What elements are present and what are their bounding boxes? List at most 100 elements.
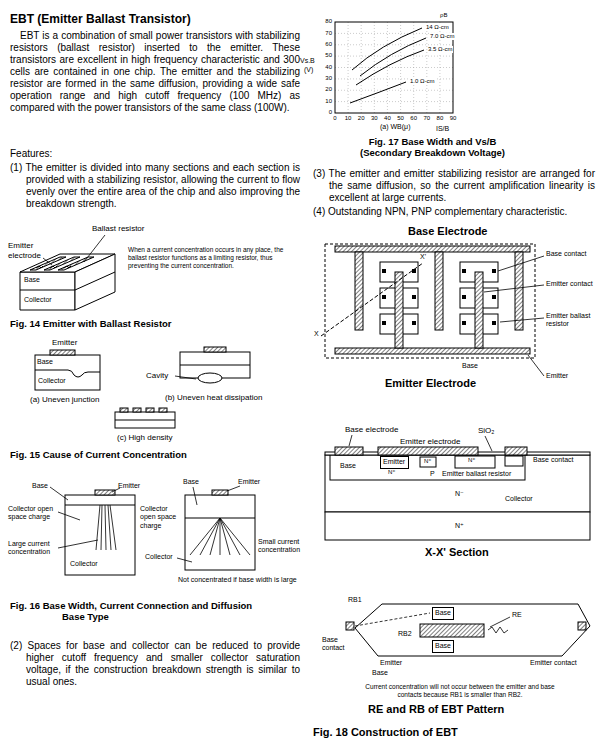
base-width-drawing (212, 490, 228, 495)
resistor-label: RB1 (348, 596, 362, 604)
part-label: Base (24, 276, 40, 284)
part-label: Emitter (118, 482, 140, 490)
sub-caption: RE and RB of EBT Pattern (368, 703, 504, 716)
leader-line (43, 258, 52, 265)
electrode-pattern (335, 246, 530, 252)
axis-tick: 0 (328, 115, 342, 122)
figure-caption: Fig. 18 Construction of EBT (313, 726, 458, 739)
doping-label: P (430, 470, 435, 478)
axis-tick: 90 (446, 115, 460, 122)
base-width-drawing (50, 487, 68, 500)
part-label: Collector open space charge (8, 505, 58, 522)
base-width-drawing (58, 512, 80, 520)
ebt-pattern (490, 617, 510, 627)
part-heading: Base Electrode (408, 225, 487, 238)
base-width-drawing (210, 518, 220, 555)
series-label: 14 Ω-cm (426, 24, 449, 31)
cross-section (378, 447, 478, 455)
axis-tick: 50 (316, 52, 332, 59)
electrode-pattern (435, 252, 443, 330)
series-label: 3.5 Ω-cm (428, 46, 453, 53)
section-heading: Features: (10, 148, 52, 160)
junction-drawing (120, 408, 128, 412)
chart (335, 56, 453, 57)
figure-caption: Fig. 17 Base Width and Vs/B (Secondary B… (345, 136, 520, 159)
junction-drawing (50, 350, 75, 355)
cross-section (330, 455, 525, 480)
node-text: Base (435, 642, 451, 650)
section-mark: X' (420, 253, 426, 261)
cross-section (325, 512, 590, 540)
base-width-drawing (177, 558, 192, 562)
figure-caption: Fig. 16 Base Width, Current Connection a… (10, 600, 260, 623)
base-width-drawing (185, 495, 255, 570)
electrode-pattern (325, 244, 535, 358)
note-text: When a current concentration occurs in a… (128, 246, 290, 269)
electrode-pattern (355, 252, 363, 330)
page-title: EBT (Emitter Ballast Transistor) (10, 12, 191, 26)
junction-drawing (133, 408, 141, 412)
part-label: Base (340, 462, 356, 470)
junction-drawing (35, 370, 100, 377)
junction-drawing (115, 412, 175, 428)
sub-caption: (c) High density (117, 433, 173, 443)
ebt-pattern (488, 627, 508, 633)
series-label: ρB (440, 12, 447, 19)
electrode-pattern (382, 269, 386, 273)
base-width-drawing (50, 487, 120, 550)
part-label: Base (462, 362, 478, 370)
node-text: Emitter (383, 458, 405, 466)
base-width-drawing (105, 505, 106, 550)
electrode-pattern (515, 252, 523, 330)
feature-text: (1) The emitter is divided into many sec… (10, 162, 300, 210)
leader-line (43, 235, 105, 265)
leader-line (84, 235, 105, 262)
cross-section (505, 447, 527, 455)
base-width-drawing (220, 518, 221, 555)
chip-drawing (58, 257, 94, 270)
cross-section (349, 435, 492, 451)
cross-section (485, 436, 492, 451)
part-label: Emitter (546, 372, 568, 380)
axis-tick: 10 (316, 98, 332, 105)
electrode-pattern (500, 318, 544, 322)
figure-caption: Fig. 15 Cause of Current Concentration (10, 449, 187, 460)
sub-caption: (b) Uneven heat dissipation (165, 393, 262, 403)
part-label: Collector (24, 296, 52, 304)
body-text: EBT is a combination of small power tran… (10, 30, 300, 114)
resistor-label: RE (512, 611, 522, 619)
axis-tick: 10 (341, 115, 355, 122)
part-label: Small current concentration (258, 538, 304, 555)
electrode-pattern (321, 263, 423, 336)
ebt-pattern (355, 613, 430, 626)
chip-drawing (20, 290, 75, 291)
axis-tick: 40 (316, 64, 332, 71)
chip-drawing (20, 272, 75, 310)
base-width-drawing (193, 487, 197, 505)
part-label: Base contact (533, 456, 573, 464)
part-label: Collector (145, 553, 173, 561)
base-width-drawing (190, 518, 220, 555)
junction-drawing (175, 376, 196, 379)
doping-label: N⁺ (424, 458, 432, 465)
doping-label: N⁺ (468, 457, 476, 464)
axis-tick: 70 (420, 115, 434, 122)
electrode-pattern (412, 295, 416, 299)
axis-tick: 30 (367, 115, 381, 122)
electrode-pattern (321, 244, 544, 376)
part-label: Base contact (546, 250, 596, 258)
part-label: Collector open space charge (140, 505, 184, 530)
part-label: Base (37, 358, 53, 366)
axis-title: (a) WB(μ) (380, 123, 410, 131)
doping-label: N⁺ (388, 469, 396, 476)
junction-drawing (159, 408, 167, 412)
axis-tick: 0 (316, 109, 332, 116)
doping-label: N⁻ (455, 490, 464, 498)
part-label: Base contact (322, 636, 358, 653)
electrode-pattern (335, 348, 530, 354)
junction-drawing (180, 365, 250, 366)
junction-drawing (146, 408, 154, 412)
axis-tick: 70 (316, 30, 332, 37)
feature-text: (3) The emitter and emitter stabilizing … (313, 168, 595, 204)
part-label: Base (32, 482, 48, 490)
